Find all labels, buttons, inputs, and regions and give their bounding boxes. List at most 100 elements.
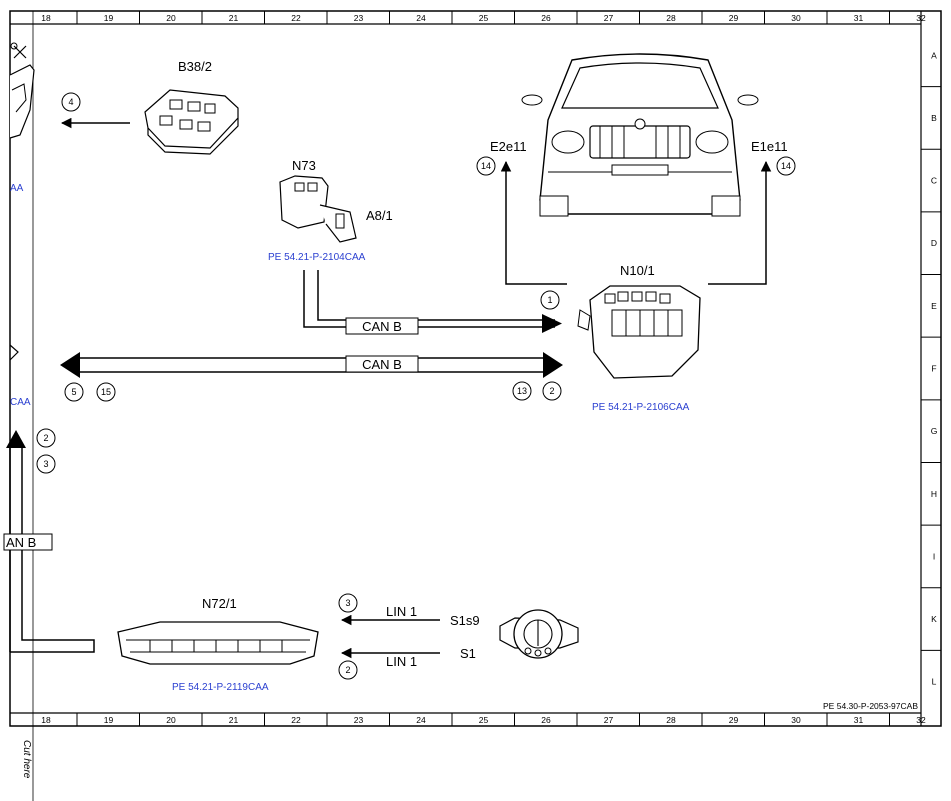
column-label-bottom: 18 bbox=[41, 715, 51, 725]
svg-text:2: 2 bbox=[345, 665, 350, 675]
column-label-bottom: 24 bbox=[416, 715, 426, 725]
svg-text:5: 5 bbox=[71, 387, 76, 397]
can-b-upper-arrowhead bbox=[542, 314, 562, 333]
svg-text:2: 2 bbox=[549, 386, 554, 396]
e2e11-label: E2e11 bbox=[490, 139, 527, 154]
n72-1-label: N72/1 bbox=[202, 596, 237, 611]
marker-14-left: 14 bbox=[476, 156, 496, 176]
row-label: L bbox=[932, 677, 937, 687]
marker-4: 4 bbox=[61, 92, 81, 112]
row-label: F bbox=[931, 364, 936, 374]
column-label-top: 24 bbox=[416, 13, 426, 23]
column-label-top: 32 bbox=[916, 13, 926, 23]
column-label-top: 21 bbox=[229, 13, 239, 23]
n10-1-reference: PE 54.21-P-2106CAA bbox=[592, 402, 690, 413]
svg-text:1: 1 bbox=[547, 295, 552, 305]
row-label: K bbox=[931, 614, 937, 624]
svg-text:4: 4 bbox=[68, 97, 73, 107]
s1-light-switch-image bbox=[499, 609, 579, 659]
n73-reference: PE 54.21-P-2104CAA bbox=[268, 252, 366, 263]
lin-lower-label: LIN 1 bbox=[386, 654, 417, 669]
e1e11-label: E1e11 bbox=[751, 139, 788, 154]
svg-text:14: 14 bbox=[481, 161, 491, 171]
marker-2-lin: 2 bbox=[338, 660, 358, 680]
row-label: H bbox=[931, 489, 937, 499]
column-label-bottom: 26 bbox=[541, 715, 551, 725]
row-label: E bbox=[931, 301, 937, 311]
can-b-left-label-box bbox=[3, 533, 53, 551]
column-label-top: 26 bbox=[541, 13, 551, 23]
column-label-top: 18 bbox=[41, 13, 51, 23]
column-label-top: 25 bbox=[479, 13, 489, 23]
column-label-top: 29 bbox=[729, 13, 739, 23]
can-b-upper-bus-inner bbox=[317, 270, 555, 321]
column-label-top: 28 bbox=[666, 13, 676, 23]
marker-14-right: 14 bbox=[776, 156, 796, 176]
bottom-column-ruler: 18 19 20 21 22 23 24 25 26 27 28 29 30 31 32 bbox=[41, 713, 926, 726]
left-ref-mid: CAA bbox=[10, 397, 31, 408]
row-label: G bbox=[931, 426, 938, 436]
svg-text:2: 2 bbox=[43, 433, 48, 443]
s1-label: S1 bbox=[460, 646, 476, 661]
can-b-upper-bus bbox=[303, 270, 555, 328]
column-label-top: 20 bbox=[166, 13, 176, 23]
n72-1-reference: PE 54.21-P-2119CAA bbox=[172, 682, 269, 693]
column-label-top: 27 bbox=[604, 13, 614, 23]
marker-2-left: 2 bbox=[36, 428, 56, 448]
n10-1-label: N10/1 bbox=[620, 263, 655, 278]
column-label-bottom: 19 bbox=[104, 715, 114, 725]
can-b-lower-arrowhead-left bbox=[60, 352, 80, 378]
svg-text:15: 15 bbox=[101, 387, 111, 397]
cut-here-text: Cut here bbox=[21, 740, 32, 779]
s1s9-label: S1s9 bbox=[450, 613, 480, 628]
marker-13: 13 bbox=[512, 381, 532, 401]
column-label-bottom: 32 bbox=[916, 715, 926, 725]
can-b-left-bus-inner bbox=[10, 446, 95, 653]
marker-1: 1 bbox=[540, 290, 560, 310]
column-label-bottom: 27 bbox=[604, 715, 614, 725]
e2e11-wire bbox=[500, 160, 567, 285]
marker-5: 5 bbox=[64, 382, 84, 402]
can-b-upper-label-box bbox=[345, 317, 419, 335]
column-label-top: 31 bbox=[854, 13, 864, 23]
n72-1-control-panel-image bbox=[117, 621, 319, 665]
column-label-bottom: 29 bbox=[729, 715, 739, 725]
column-label-bottom: 21 bbox=[229, 715, 239, 725]
can-b-lower-label: CAN B bbox=[362, 357, 402, 372]
marker-15: 15 bbox=[96, 382, 116, 402]
marker-2-right: 2 bbox=[542, 381, 562, 401]
can-b-upper-label: CAN B bbox=[362, 319, 402, 334]
svg-text:13: 13 bbox=[517, 386, 527, 396]
left-partial-component-mid bbox=[9, 344, 19, 361]
svg-text:14: 14 bbox=[781, 161, 791, 171]
can-b-lower-arrowhead-right bbox=[543, 352, 563, 378]
row-label: B bbox=[931, 113, 937, 123]
document-id: PE 54.30-P-2053-97CAB bbox=[823, 701, 918, 711]
row-label: A bbox=[931, 50, 937, 60]
row-label: D bbox=[931, 238, 937, 248]
b38-2-sensor-image bbox=[144, 89, 239, 155]
left-ref-top: AA bbox=[10, 183, 24, 194]
column-label-bottom: 22 bbox=[291, 715, 301, 725]
n73-label: N73 bbox=[292, 158, 316, 173]
marker-3-lin: 3 bbox=[338, 593, 358, 613]
column-label-bottom: 25 bbox=[479, 715, 489, 725]
column-label-bottom: 28 bbox=[666, 715, 676, 725]
row-label: I bbox=[933, 551, 935, 561]
left-partial-component-top bbox=[9, 42, 35, 139]
can-b-left-arrowhead bbox=[6, 430, 26, 448]
column-label-bottom: 20 bbox=[166, 715, 176, 725]
row-label: C bbox=[931, 176, 937, 186]
b38-2-label: B38/2 bbox=[178, 59, 212, 74]
column-label-bottom: 31 bbox=[854, 715, 864, 725]
column-label-top: 22 bbox=[291, 13, 301, 23]
column-label-bottom: 23 bbox=[354, 715, 364, 725]
column-label-bottom: 30 bbox=[791, 715, 801, 725]
n73-ignition-switch-image bbox=[279, 175, 357, 243]
column-label-top: 30 bbox=[791, 13, 801, 23]
a8-1-label: A8/1 bbox=[366, 208, 393, 223]
column-label-top: 23 bbox=[354, 13, 364, 23]
marker-3-left: 3 bbox=[36, 454, 56, 474]
